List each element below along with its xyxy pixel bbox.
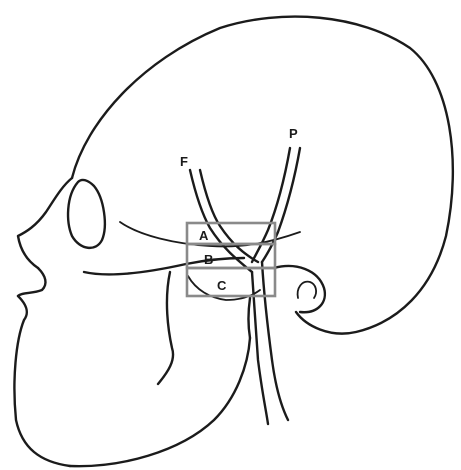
label-region-a: A (199, 228, 209, 243)
mandible-ramus-front (158, 272, 173, 384)
label-region-b: B (204, 252, 213, 267)
cranium-outline (72, 17, 453, 334)
brow-outline (18, 178, 72, 268)
label-vessel-p: P (289, 126, 298, 141)
maxilla-outline (14, 296, 70, 466)
label-vessel-f: F (180, 154, 188, 169)
eye-orbit (68, 180, 105, 248)
vessel-f-right (200, 170, 258, 262)
zygomatic-arch (84, 258, 244, 274)
mandible-ramus-back (249, 298, 251, 338)
mastoid-outline (274, 266, 325, 312)
ear-canal (298, 282, 316, 298)
nose-outline (18, 268, 45, 296)
vessel-f-left (190, 170, 252, 272)
mandible-lower-border (70, 338, 250, 466)
label-region-c: C (217, 278, 227, 293)
